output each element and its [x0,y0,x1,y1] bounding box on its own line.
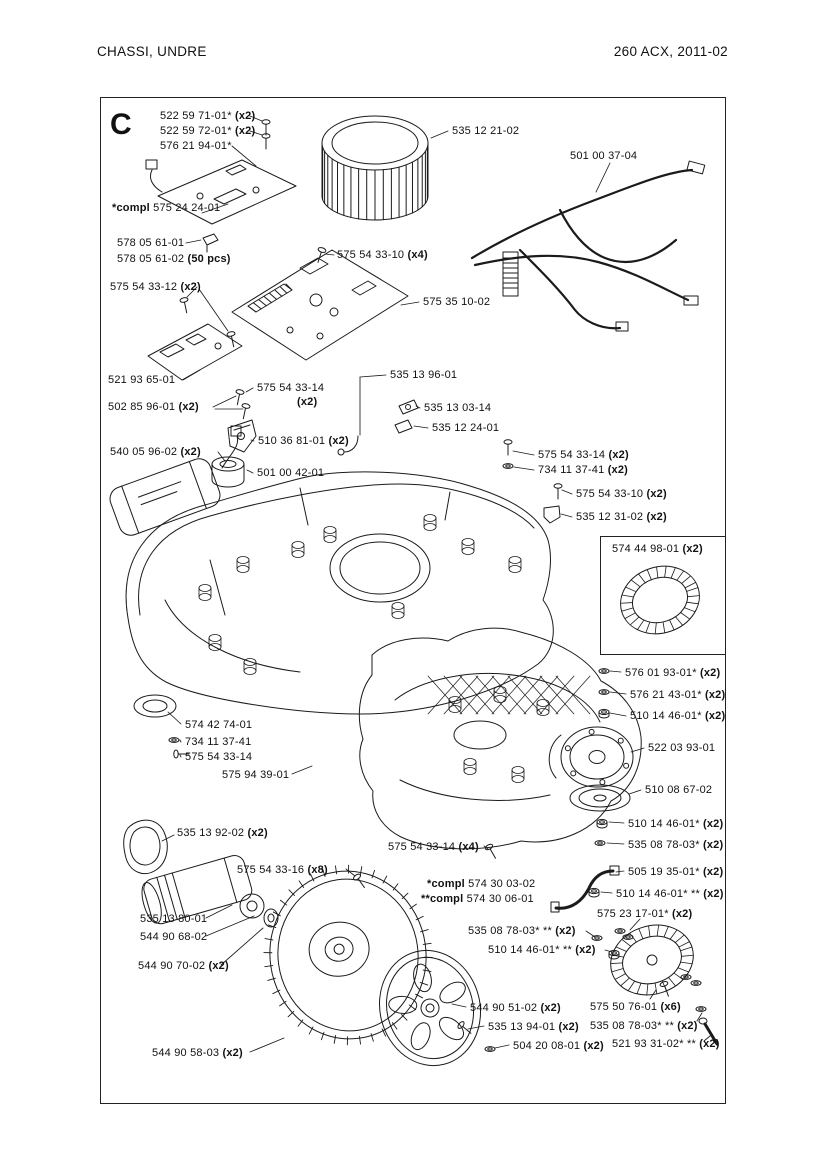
nut-icon [588,887,600,898]
nut-icon [598,708,610,719]
harness-connectors-shape [502,160,706,332]
gasket-shape [123,819,168,874]
screw-icon [232,388,245,407]
washer-icon [598,689,610,695]
screw-icon [503,439,513,456]
screw-icon [226,330,239,349]
rear-wheel-shape [620,565,700,635]
battery-shape [109,458,221,536]
screw-icon [483,842,500,861]
axle-pin-shape [698,1017,719,1046]
washer-icon [598,668,610,674]
clip-shape [202,233,219,253]
sensor-cable-shape [337,435,359,456]
sensor-board-shape [147,323,243,381]
chassis-bosses-shape [198,514,550,783]
screw-icon [553,483,563,500]
nut-icon [596,818,608,829]
cap-shape [211,456,245,488]
gear-housing-shape [569,784,631,812]
inset-box [600,536,726,655]
screw-icon [173,749,190,759]
screw-icon [238,402,251,421]
battery-wire-shape [221,425,242,469]
pcb-keyboard-shape [145,159,297,225]
screw-icon [261,133,271,150]
hub-cap-shape [378,949,482,1067]
washer-icon [695,1006,707,1012]
chassis-upper-shape [125,471,554,718]
washer-icon [594,840,606,846]
screw-icon [261,119,271,136]
fasteners [168,119,707,1052]
chassis-lower-shape [358,627,642,850]
rear-wheel2-shape [610,924,694,996]
drive-wheel-shape [263,864,433,1046]
mainboard-shape [231,249,409,361]
washer-icon [614,928,626,934]
fan-drum-shape [321,115,429,221]
bracket-shape [227,419,257,453]
small-bracket-shape [394,399,419,434]
angle-bracket-shape [543,505,561,524]
page-header-right: 260 ACX, 2011-02 [613,44,728,59]
gearbox-shape [239,893,279,928]
section-letter: C [110,108,132,141]
wiring-harness-shape [470,168,694,330]
washer-icon [502,463,514,469]
hub-motor-shape [548,726,634,788]
washer-icon [168,737,180,743]
wheel-motor-shape [141,855,253,925]
screw-icon [179,296,192,315]
washer-icon [484,1046,496,1052]
cable-tube-shape [550,865,620,913]
washer-icon [690,980,702,986]
page-header-left: CHASSI, UNDRE [97,44,207,59]
washer-icon [591,935,603,941]
